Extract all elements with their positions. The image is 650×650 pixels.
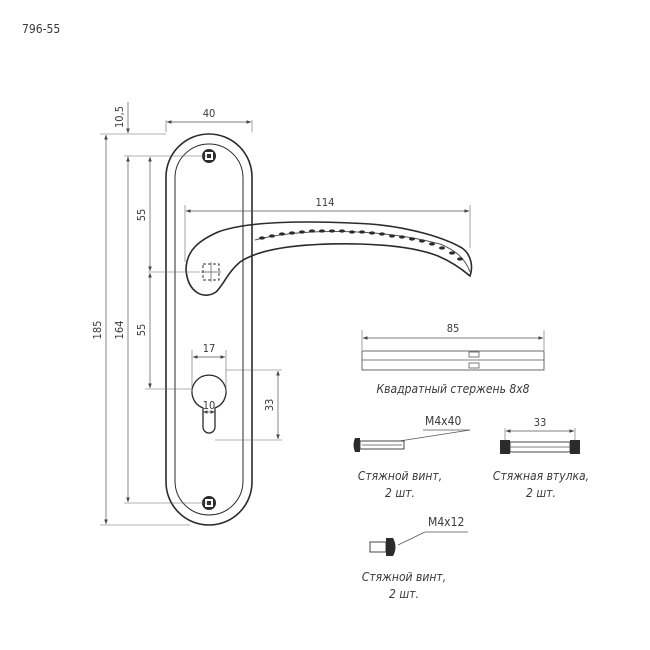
connecting-bushing: 33 Стяжная втулка, 2 шт. (493, 416, 589, 500)
short-screw-label-2: 2 шт. (389, 587, 419, 601)
dim-fix-height-text: 164 (113, 321, 126, 340)
dim-upper-spacing: 55 (135, 156, 200, 273)
dim-plate-height: 185 (91, 133, 190, 526)
short-screw: М4х12 Стяжной винт, 2 шт. (362, 515, 468, 601)
dim-cylinder-height-text: 33 (263, 399, 276, 412)
dim-upper-spacing-text: 55 (135, 209, 148, 222)
dim-lower-spacing-text: 55 (135, 324, 148, 337)
long-screw-label-1: Стяжной винт, (358, 469, 442, 483)
spindle-label: Квадратный стержень 8х8 (377, 382, 530, 396)
dim-lever-length: 114 (184, 196, 471, 262)
long-screw-label-2: 2 шт. (385, 486, 415, 500)
dim-bushing-length-text: 33 (534, 416, 547, 429)
dim-spindle-length-text: 85 (447, 322, 460, 335)
dim-plate-height-text: 185 (91, 321, 104, 340)
dim-cylinder-width: 17 (191, 342, 227, 392)
bushing-label-1: Стяжная втулка, (493, 469, 589, 483)
dim-plate-width: 40 (165, 107, 253, 132)
dim-lower-spacing: 55 (135, 272, 192, 390)
dim-cylinder-offset: 10 (202, 399, 216, 414)
dim-top-offset-text: 10,5 (113, 106, 126, 128)
dim-fix-height: 164 (113, 155, 209, 504)
long-screw-code: М4х40 (425, 414, 461, 428)
lever-grip-pattern (259, 229, 463, 261)
backplate (165, 133, 253, 526)
long-screw: М4х40 Стяжной винт, 2 шт. (353, 414, 471, 500)
dim-cylinder-height: 33 (215, 369, 282, 441)
square-spindle: 85 Квадратный стержень 8х8 (361, 322, 545, 396)
dim-cylinder-offset-text: 10 (203, 399, 216, 412)
dim-top-offset: 10,5 (113, 102, 130, 157)
short-screw-label-1: Стяжной винт, (362, 570, 446, 584)
bushing-label-2: 2 шт. (526, 486, 556, 500)
dim-plate-width-text: 40 (203, 107, 216, 120)
spindle-square-icon (201, 262, 221, 282)
model-code: 796-55 (22, 22, 60, 36)
short-screw-code: М4х12 (428, 515, 464, 529)
dim-lever-length-text: 114 (316, 196, 335, 209)
lever-handle (185, 221, 473, 296)
dim-cylinder-width-text: 17 (203, 342, 216, 355)
